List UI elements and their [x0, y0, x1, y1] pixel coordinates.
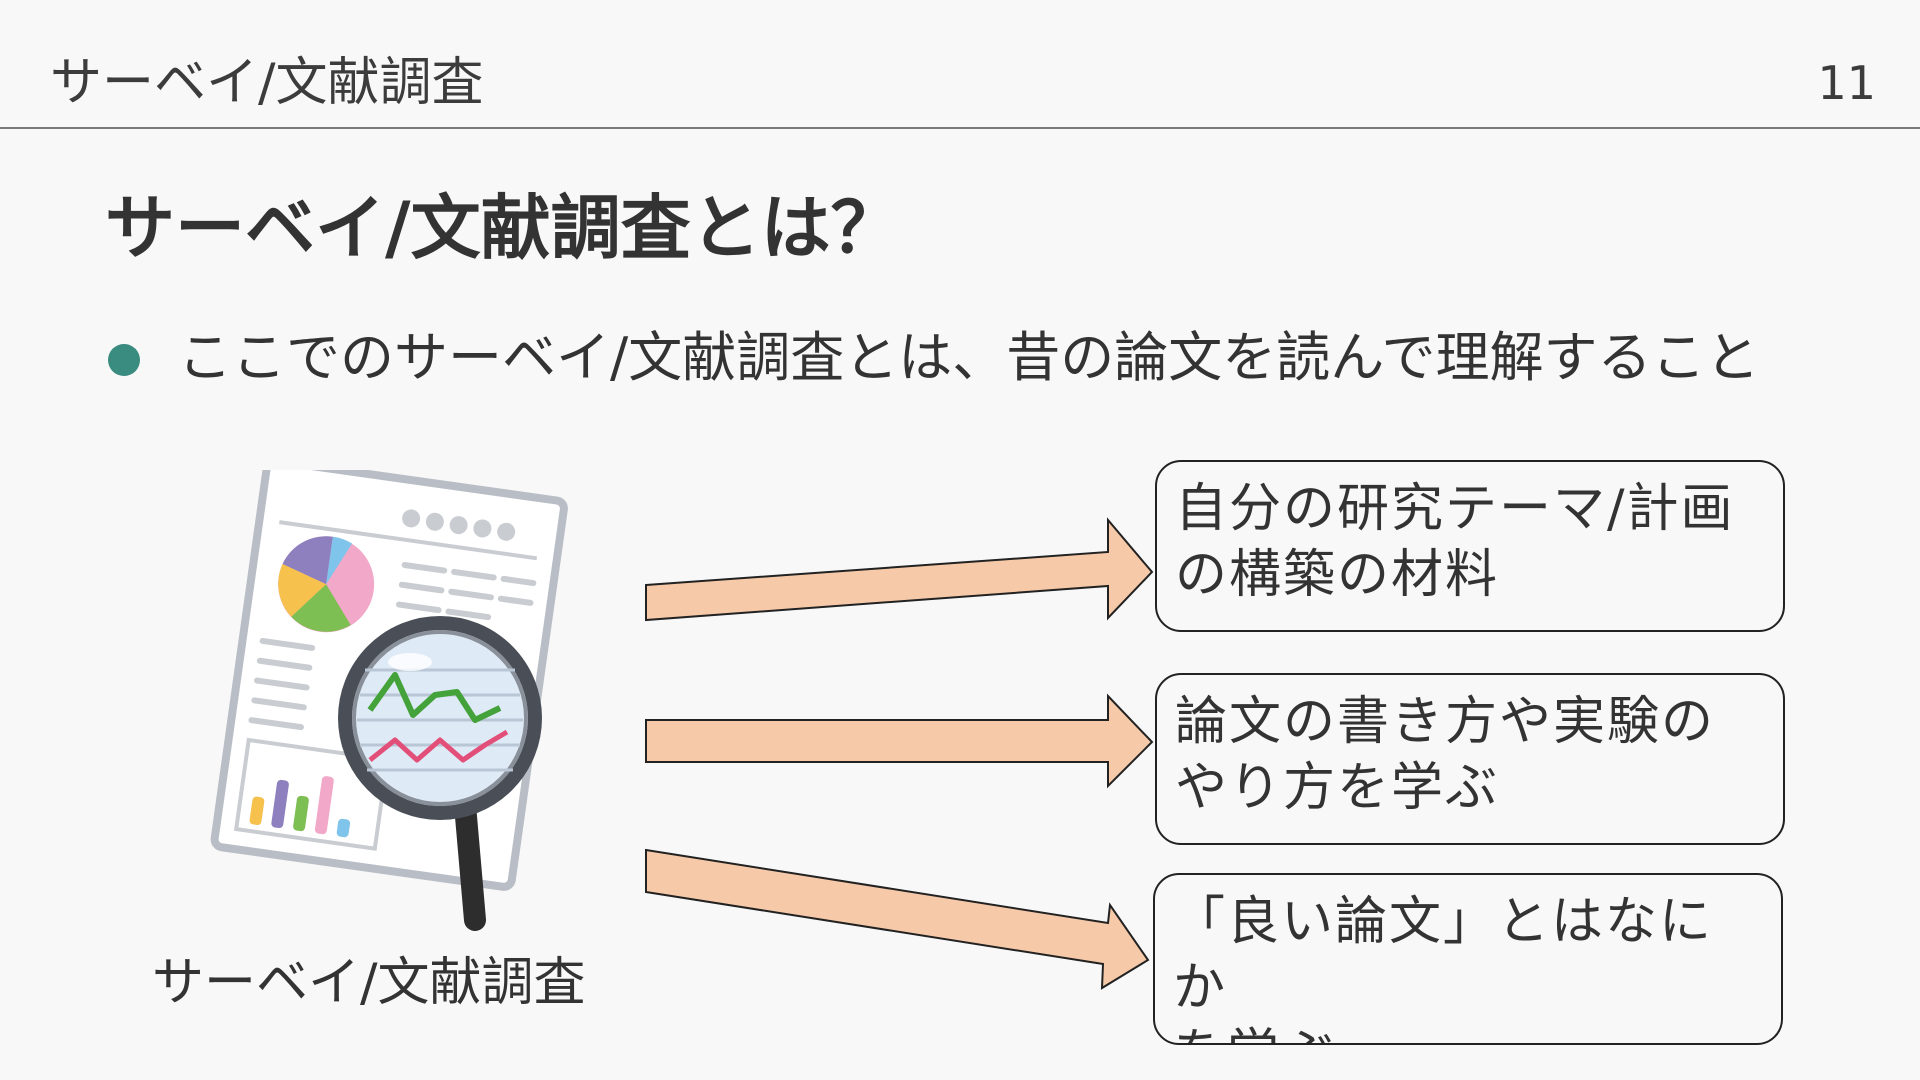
- arrow-icon: [645, 517, 1154, 622]
- header-title: サーベイ/文献調査: [50, 53, 484, 113]
- result-box: 論文の書き方や実験の やり方を学ぶ: [1155, 673, 1785, 845]
- arrow-icon: [645, 848, 1150, 990]
- result-text: 論文の書き方や実験の やり方を学ぶ: [1175, 692, 1716, 818]
- bullet-text: ここでのサーベイ/文献調査とは、昔の論文を読んで理解すること: [178, 326, 1760, 389]
- illustration-caption: サーベイ/文献調査: [152, 953, 586, 1013]
- result-text: 自分の研究テーマ/計画 の構築の材料: [1175, 479, 1735, 605]
- slide-heading: サーベイ/文献調査とは？: [105, 187, 901, 269]
- arrow-icon: [645, 693, 1154, 789]
- result-text: 「良い論文」とはなにか を学ぶ: [1173, 892, 1714, 1043]
- bullet-dot-icon: [108, 344, 140, 376]
- header-divider: [0, 127, 1920, 129]
- result-box: 「良い論文」とはなにか を学ぶ: [1153, 873, 1783, 1045]
- document-with-magnifier-icon: [195, 456, 595, 940]
- page-number: 11: [1817, 56, 1876, 110]
- result-box: 自分の研究テーマ/計画 の構築の材料: [1155, 460, 1785, 632]
